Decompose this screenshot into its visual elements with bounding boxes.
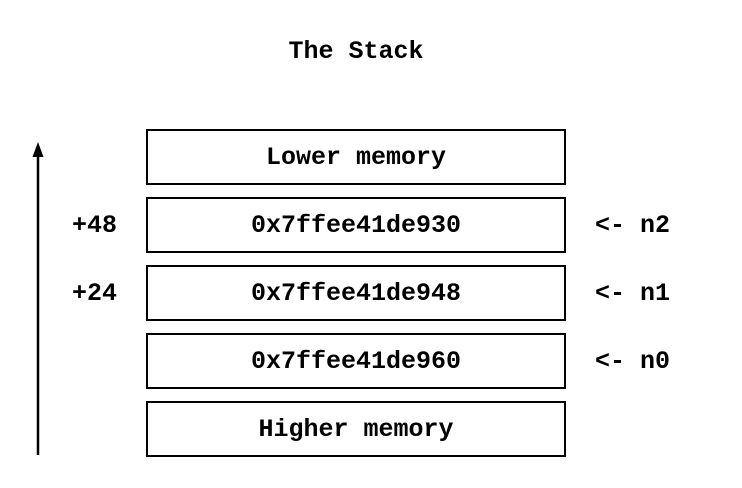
offset-label: +24 <box>71 278 117 308</box>
memory-row-n0: 0x7ffee41de960 <- n0 <box>0 333 742 389</box>
memory-box: 0x7ffee41de930 <box>146 197 566 253</box>
memory-box: 0x7ffee41de960 <box>146 333 566 389</box>
memory-box: Higher memory <box>146 401 566 457</box>
offset-label <box>0 333 117 389</box>
memory-address-label: 0x7ffee41de960 <box>250 346 462 376</box>
offset-label: +48 <box>71 210 117 240</box>
pointer-label: <- n1 <box>595 278 671 308</box>
memory-box: Lower memory <box>146 129 566 185</box>
memory-row-lower: Lower memory <box>0 129 742 185</box>
memory-row-higher: Higher memory <box>0 401 742 457</box>
memory-address-label: 0x7ffee41de948 <box>250 278 462 308</box>
up-arrow-icon <box>32 142 44 455</box>
offset-label <box>0 129 117 185</box>
memory-box-label: Higher memory <box>258 414 454 444</box>
pointer-label: <- n0 <box>595 346 671 376</box>
pointer-label: <- n2 <box>595 210 671 240</box>
diagram-title: The Stack <box>288 37 424 66</box>
memory-row-n1: +24 0x7ffee41de948 <- n1 <box>0 265 742 321</box>
offset-label <box>0 401 117 457</box>
memory-box: 0x7ffee41de948 <box>146 265 566 321</box>
memory-address-label: 0x7ffee41de930 <box>250 210 462 240</box>
memory-row-n2: +48 0x7ffee41de930 <- n2 <box>0 197 742 253</box>
memory-box-label: Lower memory <box>265 142 447 172</box>
